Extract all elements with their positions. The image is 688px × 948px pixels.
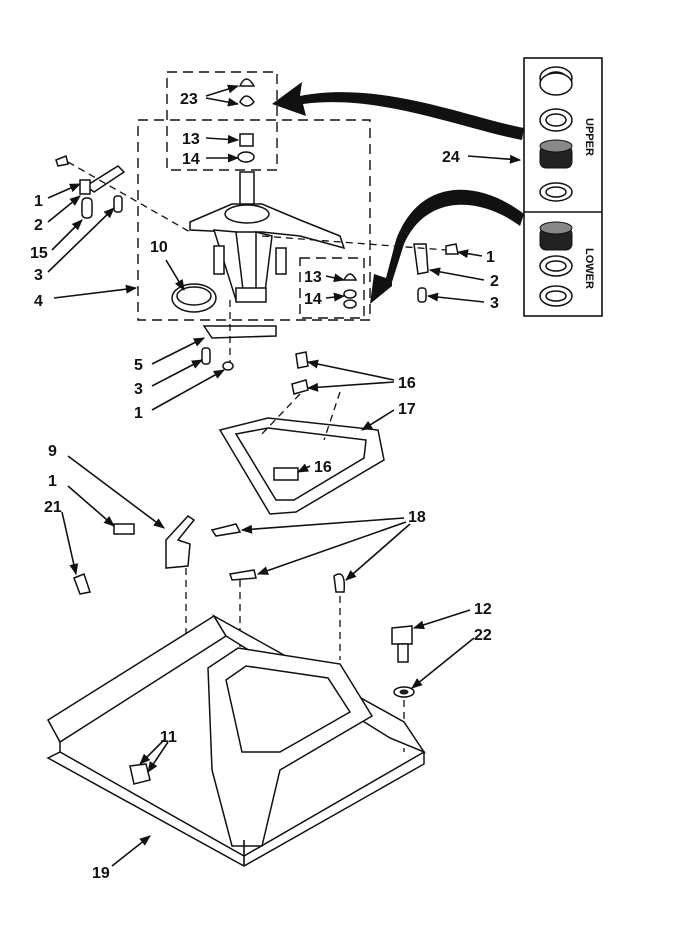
callout-1-right: 1 xyxy=(486,249,495,266)
callout-22: 22 xyxy=(474,627,492,644)
upper-kit-arrow xyxy=(272,82,524,140)
transmission-box xyxy=(137,119,371,321)
callout-13-upper: 13 xyxy=(182,131,200,148)
callout-24: 24 xyxy=(442,149,460,166)
callout-3-right: 3 xyxy=(490,295,499,312)
lower-linkage xyxy=(201,300,277,371)
callout-21: 21 xyxy=(44,499,62,516)
callout-9: 9 xyxy=(48,443,57,460)
callout-14-upper: 14 xyxy=(182,151,200,168)
callout-23: 23 xyxy=(180,91,198,108)
lower-seals-label: LOWER xyxy=(583,248,595,289)
lower-seal-parts xyxy=(342,273,358,309)
lower-seal-box xyxy=(299,257,365,319)
leader-lines xyxy=(47,84,522,867)
callout-10: 10 xyxy=(150,239,168,256)
callout-1-lower: 1 xyxy=(134,405,143,422)
right-brake-bracket xyxy=(261,235,459,303)
suspension-frame-17 xyxy=(218,351,385,515)
upper-seal-box xyxy=(166,71,278,171)
lower-kit-arrow xyxy=(370,189,524,304)
seal-kit-panel: UPPER LOWER xyxy=(523,57,603,317)
callout-2-right: 2 xyxy=(490,273,499,290)
callout-19: 19 xyxy=(92,865,110,882)
upper-seals-label: UPPER xyxy=(583,118,595,156)
callout-numbers: 23 13 14 24 1 2 15 3 4 10 13 14 1 2 3 5 … xyxy=(30,91,499,882)
callout-1-mid: 1 xyxy=(48,473,57,490)
callout-1-left: 1 xyxy=(34,193,43,210)
callout-3-left: 3 xyxy=(34,267,43,284)
callout-2-left: 2 xyxy=(34,217,43,234)
callout-11: 11 xyxy=(160,729,177,746)
upper-seal-rings xyxy=(539,66,573,202)
callout-13-lower: 13 xyxy=(304,269,322,286)
callout-3-lower: 3 xyxy=(134,381,143,398)
callout-18: 18 xyxy=(408,509,426,526)
callout-17: 17 xyxy=(398,401,416,418)
left-brake-bracket xyxy=(55,154,191,233)
clips-18 xyxy=(210,523,346,660)
callout-4: 4 xyxy=(34,293,43,310)
transmission-assembly xyxy=(189,171,346,303)
lower-seal-rings xyxy=(539,221,573,307)
callout-16-top: 16 xyxy=(398,375,416,392)
callout-16-frame: 16 xyxy=(314,459,332,476)
callout-14-lower: 14 xyxy=(304,291,322,308)
seal-ring-10 xyxy=(171,283,217,313)
left-hardware xyxy=(73,515,196,640)
base-frame-19 xyxy=(46,613,426,867)
callout-12: 12 xyxy=(474,601,492,618)
callout-15: 15 xyxy=(30,245,48,262)
callout-5: 5 xyxy=(134,357,143,374)
